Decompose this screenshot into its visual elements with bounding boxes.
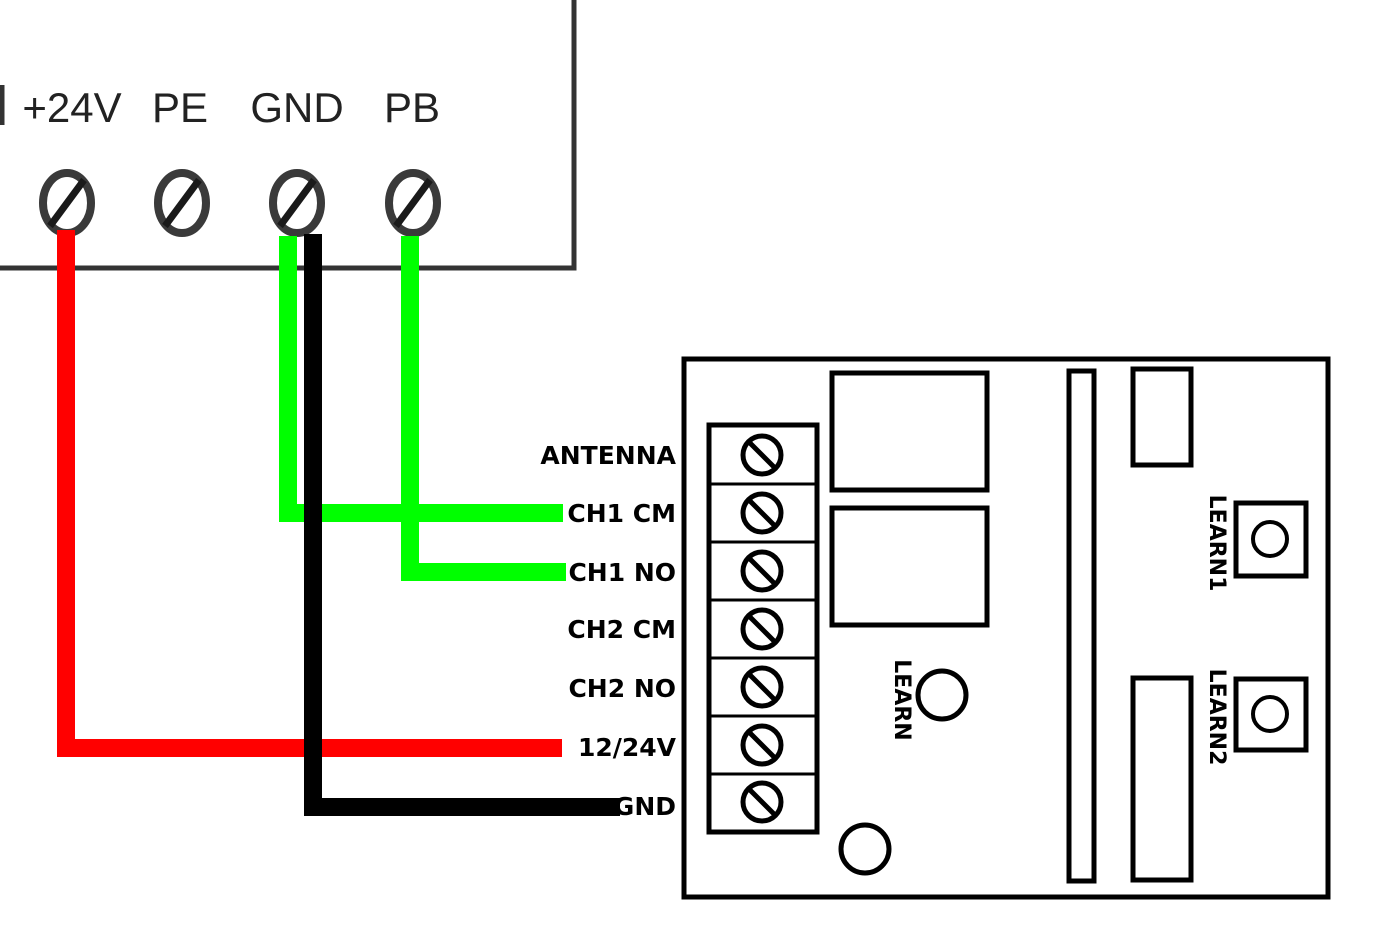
receiver-label-ch2-no: CH2 NO [568,674,676,703]
receiver-label-ch1-cm: CH1 CM [567,499,676,528]
controller-terminal-label-gnd: GND [250,84,343,131]
long-strip [1066,368,1097,884]
learn-button[interactable] [915,668,969,722]
relay-2 [829,505,990,628]
bottom-right-component [1130,675,1194,883]
controller-screw-pb [385,169,441,237]
wire-green-pb-ch1-no [401,236,566,581]
controller-screw-pe [154,169,210,237]
board-hole [838,822,892,876]
receiver-label-ch1-no: CH1 NO [568,558,676,587]
top-right-component [1130,366,1194,468]
receiver-screw-ch2-no [740,665,784,709]
wire-black-gnd [304,234,620,816]
wire-green-gnd-ch1-cm [279,236,563,522]
receiver-label-antenna: ANTENNA [540,441,676,470]
receiver-screw-ch1-cm [740,491,784,535]
receiver-terminal-labels: ANTENNA CH1 CM CH1 NO CH2 CM CH2 NO 12/2… [540,441,676,821]
learn1-button[interactable] [1233,500,1309,579]
wire-red-24v [57,230,562,757]
receiver-label-gnd: GND [614,792,676,821]
receiver-label-12-24v: 12/24V [578,733,677,762]
learn2-button[interactable] [1233,676,1309,753]
receiver-label-ch2-cm: CH2 CM [567,615,676,644]
learn1-button-label: LEARN1 [1204,495,1229,592]
receiver-screw-gnd [740,780,784,824]
controller-terminal-label-pb: PB [384,84,440,131]
wires [57,230,620,816]
controller-screw-gnd [269,169,325,237]
learn2-button-label: LEARN2 [1204,669,1229,766]
controller-screw-24v [39,169,95,237]
controller-terminal-label-24v: +24V [22,84,121,131]
learn-button-label: LEARN [889,659,914,740]
receiver-board: LEARN LEARN1 LEARN2 [681,356,1331,900]
controller-board: +24V PE GND PB [0,0,577,271]
relay-1 [829,370,990,493]
receiver-screw-antenna [740,433,784,477]
receiver-screw-12-24v [740,723,784,767]
receiver-screw-ch2-cm [740,607,784,651]
controller-outline [0,0,577,271]
receiver-screw-ch1-no [740,549,784,593]
controller-terminal-label-pe: PE [152,84,208,131]
